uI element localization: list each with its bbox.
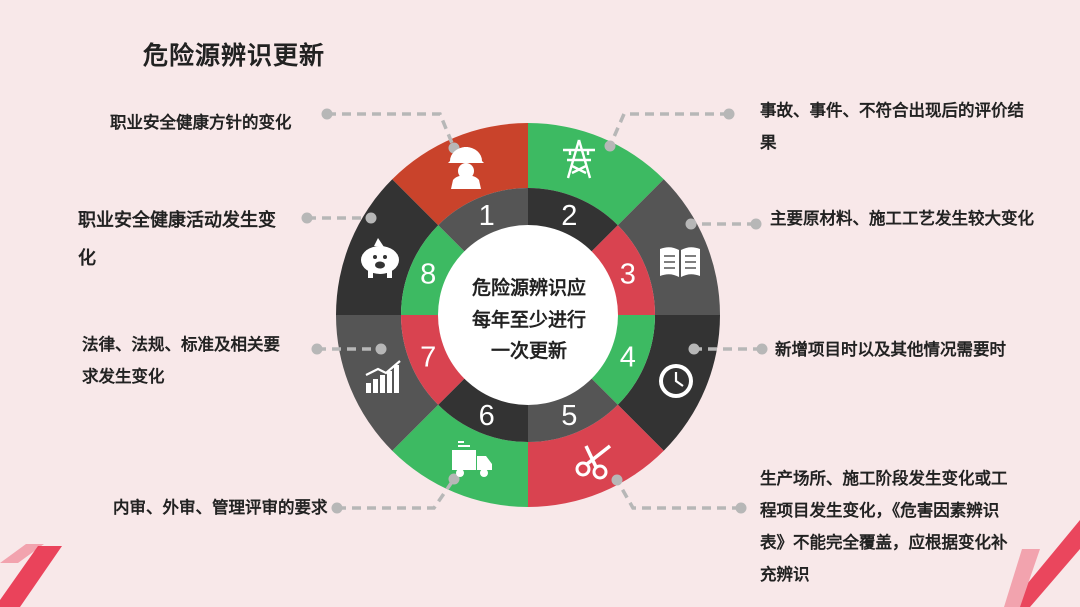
scissors-icon (575, 444, 612, 480)
label-3: 主要原材料、施工工艺发生较大变化 (770, 209, 1034, 228)
inner-segment-5 (528, 377, 618, 442)
connector-dot (331, 502, 343, 514)
connector-dot (448, 473, 460, 485)
label-6: 内审、外审、管理评审的要求 (113, 498, 328, 517)
inner-segment-2 (528, 188, 618, 253)
label-7: 法律、法规、标准及相关要求发生变化 (82, 335, 280, 386)
label-2: 事故、事件、不符合出现后的评价结果 (760, 101, 1024, 152)
connector-dot (750, 218, 762, 230)
segment-number-3: 3 (620, 259, 636, 291)
inner-segment-8 (401, 225, 466, 315)
label-4: 新增项目时以及其他情况需要时 (775, 340, 1006, 359)
segment-number-6: 6 (479, 400, 495, 432)
clock-icon (659, 364, 693, 398)
outer-segment-2 (528, 123, 664, 226)
inner-segment-6 (438, 377, 528, 442)
segment-number-1: 1 (479, 200, 495, 232)
inner-segment-1 (438, 188, 528, 253)
segment-number-5: 5 (561, 400, 577, 432)
connector-dot (611, 474, 623, 486)
connector-dot (311, 343, 323, 355)
connector-line-6 (337, 478, 456, 510)
connector-dot (756, 343, 768, 355)
label-8: 职业安全健康活动发生变化 (78, 210, 276, 269)
label-5: 生产场所、施工阶段发生变化或工程项目发生变化，《危害因素辨识表》不能完全覆盖，应… (760, 469, 1008, 584)
inner-segment-4 (590, 315, 655, 405)
connector-dot (321, 108, 333, 120)
connector-dot (365, 212, 377, 224)
connector-line-5 (615, 479, 741, 510)
center-circle (438, 225, 618, 405)
connector-dot (604, 140, 616, 152)
connector-dot (688, 343, 700, 355)
connector-dot (735, 502, 747, 514)
segment-number-7: 7 (420, 341, 436, 373)
segment-number-8: 8 (420, 259, 436, 291)
connector-line-2 (608, 112, 729, 147)
page-title: 危险源辨识更新 (143, 41, 326, 70)
bar-chart-icon (365, 360, 401, 393)
inner-segment-3 (590, 225, 655, 315)
power-tower-icon (563, 139, 595, 179)
worker-helmet-icon (448, 147, 484, 189)
label-1: 职业安全健康方针的变化 (110, 113, 292, 132)
connector-dot (723, 108, 735, 120)
connector-dot (375, 343, 387, 355)
segment-number-4: 4 (620, 341, 636, 373)
connector-dot (685, 218, 697, 230)
connector-line-1 (327, 112, 456, 149)
outer-segment-3 (617, 179, 720, 315)
corner-decoration (0, 520, 1080, 607)
segment-number-2: 2 (561, 200, 577, 232)
inner-segment-7 (401, 315, 466, 405)
book-icon (660, 247, 700, 277)
connector-dot (301, 212, 313, 224)
center-text: 危险源辨识应每年至少进行一次更新 (471, 277, 586, 362)
truck-icon (452, 441, 492, 477)
piggy-bank-icon (361, 238, 399, 278)
